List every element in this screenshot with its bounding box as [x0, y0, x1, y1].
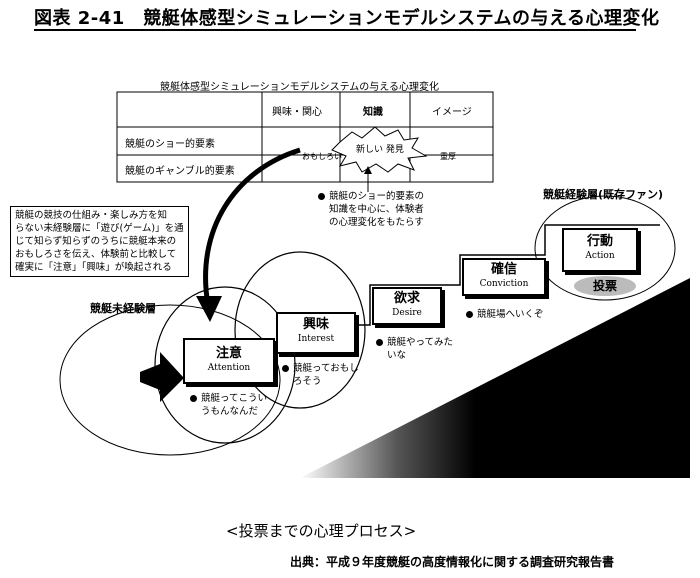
- entry-arrow: [140, 352, 184, 402]
- table-col-knowledge: 知識: [363, 107, 383, 118]
- burst-text: 新しい 発見: [356, 145, 404, 155]
- thin-arrow-head: [364, 166, 372, 174]
- stage-note-interest: 競艇っておもし ろそう: [282, 362, 359, 388]
- stair-steps: [290, 224, 660, 326]
- inexperienced-layer-label: 競艇未経験層: [90, 302, 156, 315]
- left-note-box: 競艇の競技の仕組み・楽しみ方を知 らない未経験層に「遊び(ゲーム)」を通 じて知…: [10, 206, 189, 277]
- table-row-gamble: 競艇のギャンブル的要素: [125, 166, 235, 177]
- page-title: 図表 2-41 競艇体感型シミュレーションモデルシステムの与える心理変化: [34, 8, 660, 29]
- stage-note-attention: 競艇ってこうい うもんなんだ: [190, 392, 267, 418]
- middle-note: 競艇のショー的要素の 知識を中心に、体験者 の心理変化をもたらす: [318, 190, 424, 229]
- bullet-icon: [466, 311, 473, 318]
- table-col-image: イメージ: [432, 107, 472, 118]
- stage-note-conviction: 競艇場へいくぞ: [466, 308, 544, 321]
- bullet-icon: [190, 395, 197, 402]
- ramp-shape: [300, 278, 690, 478]
- bullet-icon: [282, 365, 289, 372]
- source-note: 出典：平成９年度競艇の高度情報化に関する調査研究報告書: [290, 555, 615, 569]
- stage-note-desire: 競艇やってみた いな: [376, 336, 453, 362]
- experienced-layer-circle: [534, 195, 676, 301]
- curved-arrow-head: [196, 296, 222, 322]
- inexperienced-layer-circle: [59, 304, 281, 456]
- bullet-icon: [376, 339, 383, 346]
- interest-circle: [234, 251, 366, 409]
- vote-label: 投票: [574, 276, 636, 296]
- table-title: 競艇体感型シミュレーションモデルシステムの与える心理変化: [160, 82, 439, 93]
- curved-arrow: [203, 147, 301, 306]
- table-row-show: 競艇のショー的要素: [125, 139, 215, 150]
- burst-right-label: 重厚: [440, 152, 456, 161]
- table-col-interest: 興味・関心: [272, 107, 322, 118]
- discovery-burst: [331, 126, 428, 173]
- experienced-layer-label: 競艇経験層(既存ファン): [543, 188, 664, 201]
- burst-left-label: おもしろい: [302, 152, 342, 161]
- bullet-icon: [318, 193, 325, 200]
- attention-circle: [154, 286, 296, 444]
- title-underline: [34, 29, 636, 31]
- caption: <投票までの心理プロセス>: [226, 522, 417, 540]
